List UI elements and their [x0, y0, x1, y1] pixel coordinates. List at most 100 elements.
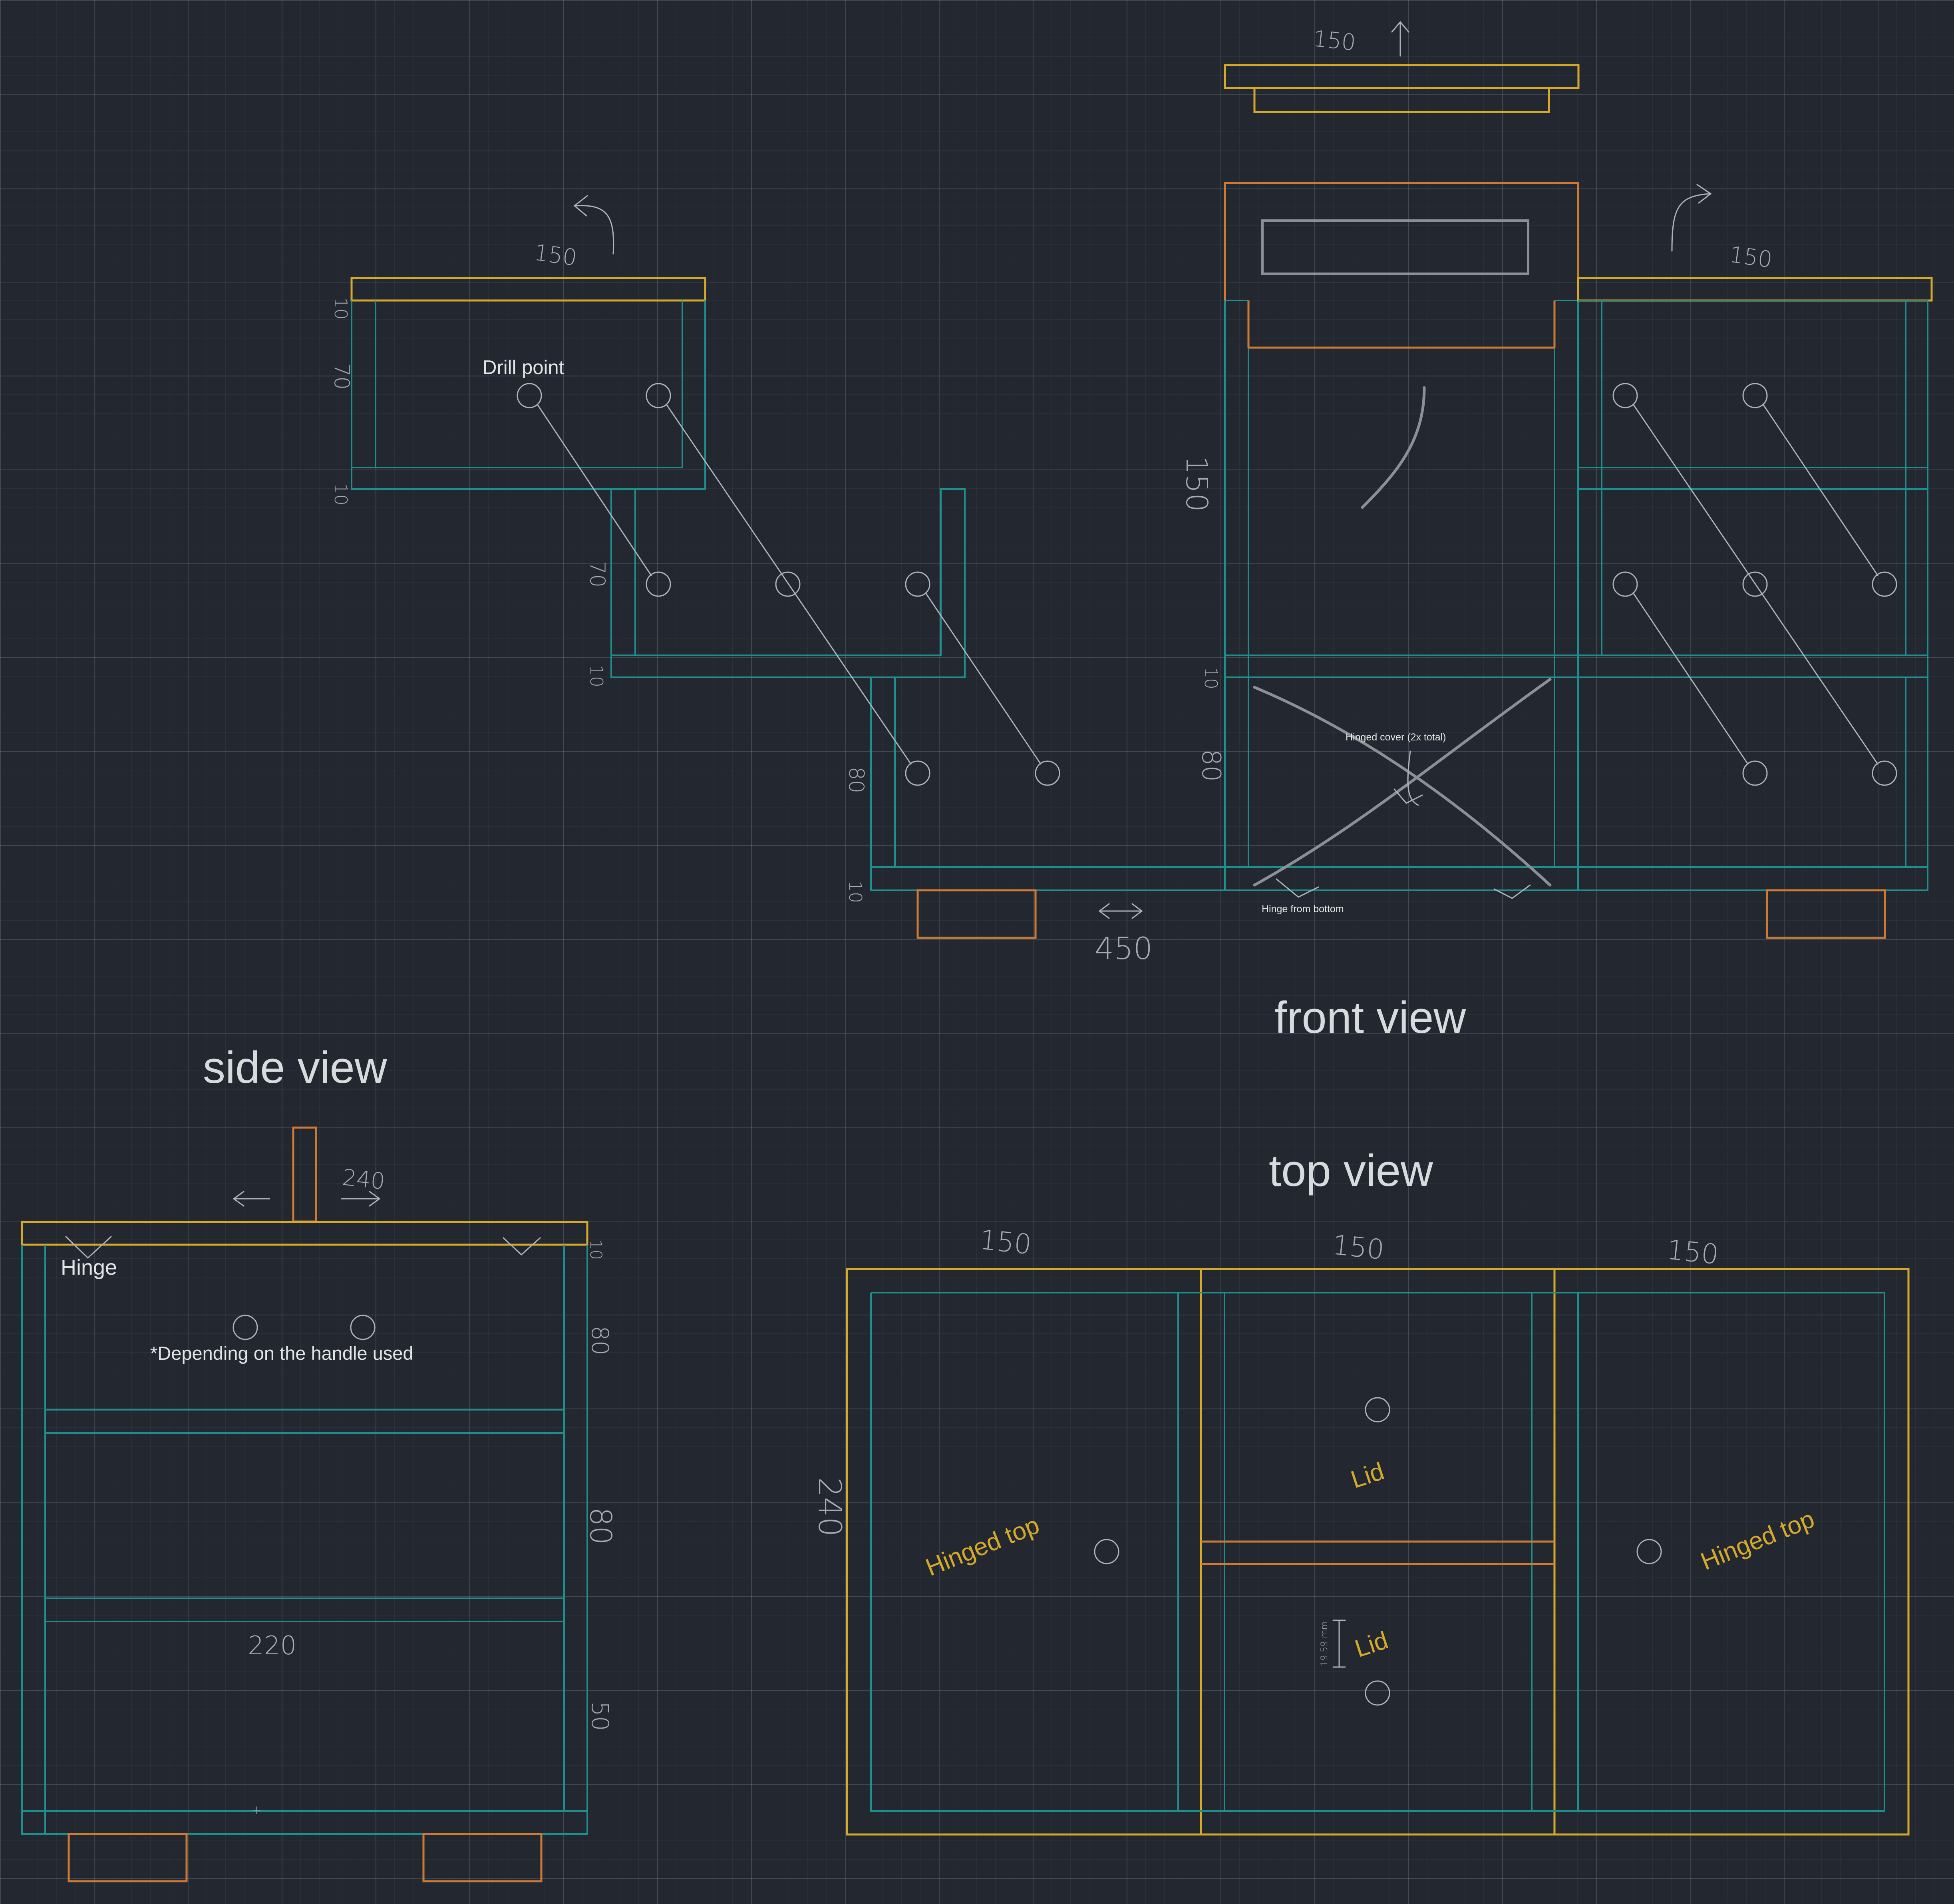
rotate-arrow-right-icon	[1671, 184, 1712, 252]
pencil-curve-top	[1361, 386, 1426, 509]
top-view: Hinged top Hinged top Lid Lid 19.59 mm 1…	[811, 1224, 1910, 1836]
cover-pointer	[1393, 750, 1423, 806]
drill-circle	[1872, 571, 1897, 597]
hinge-from-bottom-label: Hinge from bottom	[1262, 903, 1344, 915]
side-view: Hinge *Depending on the handle used 240 …	[21, 1126, 618, 1882]
center-lid-bottom	[1253, 87, 1550, 113]
left-middle-box	[610, 488, 966, 678]
center-top-box[interactable]	[1224, 182, 1579, 349]
dim-label: 80	[844, 767, 868, 793]
width-arrow-icon	[1098, 903, 1143, 919]
dim-label: 70	[585, 561, 609, 587]
dim-label: 10	[1201, 667, 1221, 689]
left-lid[interactable]	[350, 277, 706, 302]
open-arrow-left-icon	[233, 1191, 270, 1207]
right-upper-box	[1578, 300, 1928, 677]
dim-label: 10	[586, 665, 606, 687]
foot-left	[916, 889, 1037, 939]
center-tall-box	[1224, 280, 1579, 890]
hinge-mark-left	[1276, 878, 1319, 898]
top-view-title: top view	[1269, 1146, 1433, 1196]
drill-circle	[1742, 383, 1768, 408]
lift-arrow-icon	[1391, 21, 1409, 57]
drill-circle	[1742, 571, 1768, 597]
hinged-top-left-label: Hinged top	[922, 1511, 1043, 1582]
dim-label: 150	[1331, 1229, 1385, 1266]
hinged-top-right-label: Hinged top	[1697, 1505, 1818, 1576]
drill-circle	[1742, 760, 1768, 786]
exploded-view: Drill point Hinged cover (2x total) Hing…	[330, 21, 1933, 966]
hinge-mark-side-left	[65, 1236, 112, 1259]
drill-circle	[646, 571, 671, 597]
top-outline	[846, 1268, 1910, 1836]
lid-hole	[1365, 1397, 1390, 1423]
dim-label: 150	[978, 1224, 1033, 1261]
dim-label: 80	[1196, 749, 1226, 782]
top-hole	[1636, 1539, 1662, 1564]
dim-label: 150	[1665, 1234, 1720, 1271]
right-lid[interactable]	[1577, 277, 1933, 302]
dim-label: 150	[1312, 26, 1357, 56]
open-arrow-right-icon	[341, 1191, 381, 1207]
small-mark: +	[252, 1803, 262, 1817]
dim-label: 10	[845, 881, 865, 903]
hinged-cover-label: Hinged cover (2x total)	[1346, 732, 1446, 743]
handle-hole	[233, 1315, 258, 1340]
dim-label: 10	[330, 483, 351, 505]
drill-circle	[1035, 760, 1060, 786]
top-inner-walls	[870, 1292, 1885, 1812]
drill-circle	[1612, 383, 1638, 408]
measure-label: 19.59 mm	[1320, 1621, 1330, 1666]
side-view-title: side view	[203, 1043, 388, 1092]
rotate-arrow-left-icon	[573, 195, 614, 255]
hinge-label: Hinge	[61, 1255, 117, 1279]
side-lid[interactable]	[21, 1221, 588, 1246]
handle-slot	[1261, 219, 1529, 275]
dim-label: 450	[1095, 931, 1153, 966]
measure-bracket	[1332, 1619, 1346, 1668]
hinge-mark-right	[1493, 884, 1531, 899]
lid-hole	[1365, 1680, 1390, 1706]
base-frame	[870, 677, 1928, 891]
drill-circle	[905, 760, 930, 786]
side-body	[21, 1245, 588, 1835]
dim-label: 240	[811, 1477, 847, 1537]
dim-label: 80	[583, 1507, 618, 1545]
dim-label: 10	[586, 1239, 605, 1260]
drill-alignment-lines	[537, 404, 1878, 765]
dim-label: 220	[248, 1631, 296, 1661]
dim-label: 70	[330, 363, 354, 390]
center-shelf	[1225, 655, 1928, 678]
handle-note: *Depending on the handle used	[150, 1343, 413, 1364]
drill-circle	[905, 571, 930, 597]
drill-circle	[1872, 760, 1897, 786]
dim-label: 150	[1728, 241, 1774, 273]
top-center-divider	[1201, 1540, 1554, 1565]
foot-right	[1766, 889, 1886, 939]
hinge-mark-side-right	[503, 1237, 541, 1256]
center-lid-top[interactable]	[1224, 64, 1580, 89]
side-foot-left	[68, 1833, 188, 1882]
lid-top-label: Lid	[1348, 1457, 1387, 1494]
top-hole	[1094, 1539, 1119, 1564]
drill-circle	[1612, 571, 1638, 597]
drill-circle	[775, 571, 801, 597]
side-foot-right	[422, 1833, 543, 1882]
lid-bottom-label: Lid	[1352, 1626, 1391, 1663]
dim-label: 150	[533, 239, 578, 271]
drill-points	[517, 383, 1897, 786]
left-upper-box	[351, 300, 706, 490]
pencil-cross-b	[1253, 678, 1552, 887]
handle-hole	[350, 1315, 376, 1340]
drill-circle	[646, 383, 671, 408]
dim-label: 240	[341, 1164, 386, 1195]
dim-label: 150	[1179, 456, 1214, 512]
dim-label: 10	[330, 297, 351, 320]
drill-point-label: Drill point	[483, 357, 565, 378]
drill-circle	[517, 383, 542, 408]
dim-label: 50	[586, 1701, 614, 1731]
side-handle[interactable]	[292, 1126, 317, 1223]
front-view-title: front view	[1274, 993, 1466, 1043]
